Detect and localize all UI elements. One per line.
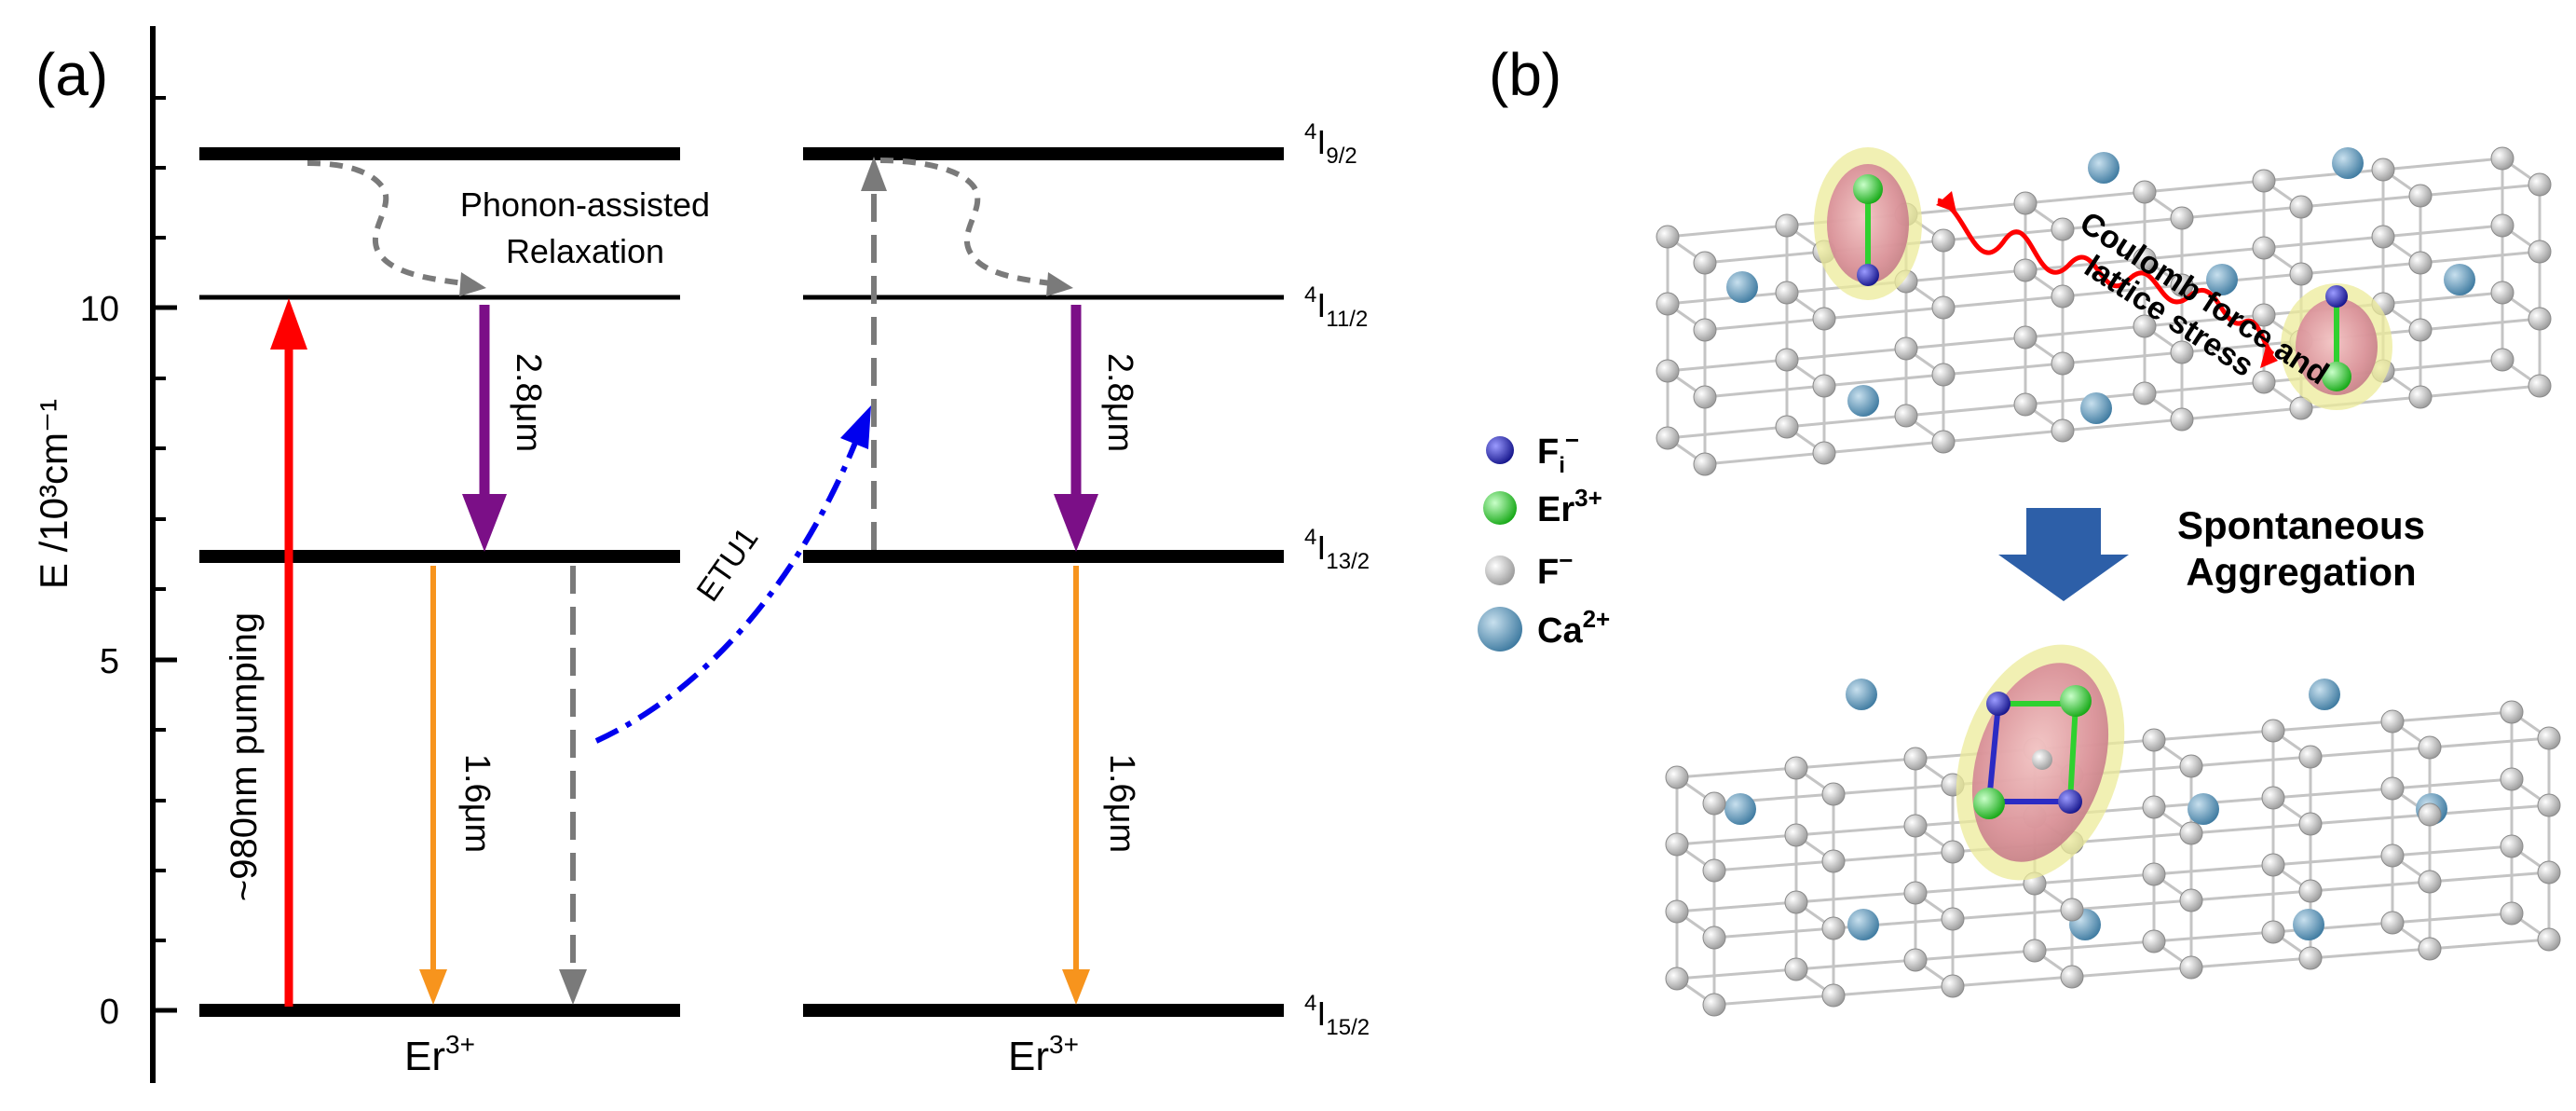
legend-item-f: F− <box>1485 546 1573 592</box>
phonon-label-line2: Relaxation <box>506 232 664 270</box>
arrow-2-8um-left <box>462 305 507 552</box>
ion-label-left: Er3+ <box>404 1030 475 1079</box>
panel-b-label: (b) <box>1489 41 1561 108</box>
defect-cluster-left <box>1814 147 1922 300</box>
aggregated-cluster <box>1956 644 2125 881</box>
lattice-bottom <box>1665 679 2561 1017</box>
arrow-1-6um-right <box>1062 566 1090 1005</box>
y-tick-5: 5 <box>100 642 119 681</box>
svg-text:Ca2+: Ca2+ <box>1537 605 1610 651</box>
legend-item-er: Er3+ <box>1483 484 1602 529</box>
etu-acceptor-arrow <box>861 157 887 550</box>
arrow-1-6um-left <box>419 566 447 1005</box>
ion-label-right: Er3+ <box>1008 1030 1079 1079</box>
phonon-relaxation-right <box>879 158 1073 296</box>
y-axis-label: E /10³cm⁻¹ <box>32 399 75 589</box>
arrow-2-8um-right <box>1054 305 1098 552</box>
label-2-8um-left: 2.8μm <box>509 353 548 452</box>
y-axis: 0 5 10 E /10³cm⁻¹ <box>32 26 177 1083</box>
pump-label: ~980nm pumping <box>224 612 265 901</box>
legend-item-ca: Ca2+ <box>1478 605 1610 652</box>
y-tick-10: 10 <box>80 290 119 329</box>
etu-donor-arrow <box>559 566 587 1005</box>
y-tick-0: 0 <box>100 993 119 1032</box>
legend-item-fi: Fi− <box>1486 426 1579 478</box>
etu1-label: ETU1 <box>689 521 765 608</box>
svg-text:Fi−: Fi− <box>1537 426 1579 478</box>
level-4i112: 4I11/2 <box>1304 282 1368 332</box>
aggregation-arrow <box>1998 508 2129 601</box>
lattice-top <box>1656 146 2552 476</box>
level-labels: 4I9/2 4I11/2 4I13/2 4I15/2 <box>1304 119 1370 1040</box>
energy-levels-left <box>199 147 680 1017</box>
label-1-6um-right: 1.6μm <box>1102 754 1141 853</box>
panel-b: (b) Coulomb force and lattice stress <box>1478 41 2561 1017</box>
svg-text:Er3+: Er3+ <box>1537 484 1602 529</box>
spontaneous-label: Spontaneous <box>2177 503 2425 547</box>
energy-levels-right <box>803 147 1284 1017</box>
panel-a-label: (a) <box>35 41 108 108</box>
defect-cluster-right <box>2281 283 2392 410</box>
level-4i92: 4I9/2 <box>1304 119 1357 169</box>
legend: Fi− Er3+ F− Ca2+ <box>1478 426 1610 652</box>
aggregation-label: Aggregation <box>2186 550 2416 594</box>
svg-text:F−: F− <box>1537 546 1573 592</box>
pump-arrow <box>270 298 307 1007</box>
coulomb-force-arrow <box>1936 191 2278 368</box>
label-2-8um-right: 2.8μm <box>1100 353 1139 452</box>
level-4i132: 4I13/2 <box>1304 525 1370 574</box>
level-4i152: 4I15/2 <box>1304 991 1370 1040</box>
phonon-relaxation-left <box>307 160 486 296</box>
phonon-label-line1: Phonon-assisted <box>460 185 710 224</box>
label-1-6um-left: 1.6μm <box>457 754 497 853</box>
etu1-arrow <box>594 405 871 744</box>
panel-a: (a) 0 5 10 E /10³cm⁻¹ <box>32 26 1370 1083</box>
